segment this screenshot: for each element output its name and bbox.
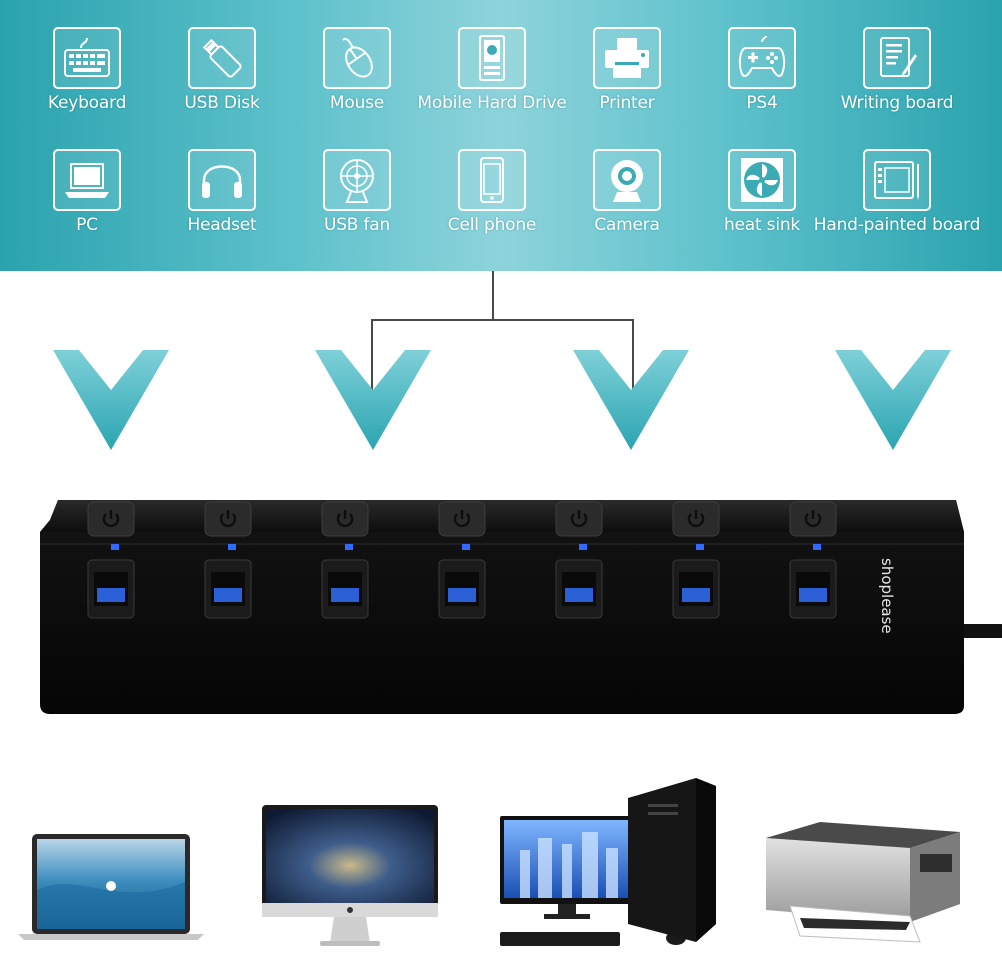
usb-port[interactable]: [555, 559, 603, 619]
tile-usb-disk: USB Disk: [147, 27, 297, 137]
hub-brand-text: shoplease: [878, 558, 896, 634]
usb-cable: [958, 624, 1002, 638]
usb-port[interactable]: [204, 559, 252, 619]
power-button[interactable]: [438, 501, 486, 537]
drawing-tablet-icon: [874, 161, 919, 200]
heat-sink-icon: [741, 158, 783, 202]
usb-port[interactable]: [87, 559, 135, 619]
device-label: USB Disk: [184, 93, 260, 113]
power-button[interactable]: [204, 501, 252, 537]
device-label: PC: [76, 215, 98, 235]
port-led: [462, 544, 470, 550]
tile-pc: PC: [12, 149, 162, 259]
device-label: Writing board: [840, 93, 954, 113]
tile-writing-board: Writing board: [822, 27, 972, 137]
port-led: [813, 544, 821, 550]
tile-cell-phone: Cell phone: [417, 149, 567, 259]
chevron-down-icon: [53, 350, 169, 450]
power-button[interactable]: [789, 501, 837, 537]
tile-mobile-hard-drive: Mobile Hard Drive: [417, 27, 567, 137]
tile-ps4: PS4: [687, 27, 837, 137]
device-label: USB fan: [323, 215, 391, 235]
power-button[interactable]: [672, 501, 720, 537]
tile-keyboard: Keyboard: [12, 27, 162, 137]
tile-usb-fan: USB fan: [282, 149, 432, 259]
usb-hub: [40, 500, 964, 714]
device-label: Mobile Hard Drive: [417, 93, 567, 113]
tile-camera: Camera: [552, 149, 702, 259]
connector-right-drop: [632, 319, 634, 391]
device-label: Hand-painted board: [813, 215, 981, 235]
hard-drive-icon: [479, 35, 505, 81]
hub-brand: shoplease: [876, 558, 898, 634]
power-button[interactable]: [555, 501, 603, 537]
device-label: Headset: [187, 215, 257, 235]
device-label: Mouse: [329, 93, 385, 113]
cell-phone-icon: [480, 157, 504, 203]
laptop-icon: [65, 163, 109, 198]
usb-disk-icon: [202, 38, 242, 78]
usb-port[interactable]: [672, 559, 720, 619]
mouse-icon: [342, 38, 373, 78]
tile-printer: Printer: [552, 27, 702, 137]
laptop-image: [18, 834, 204, 940]
tile-mouse: Mouse: [282, 27, 432, 137]
chevron-down-icon: [835, 350, 951, 450]
device-banner: Keyboard USB Disk M: [0, 0, 1002, 271]
printer-icon: [605, 38, 649, 78]
usb-port[interactable]: [789, 559, 837, 619]
connector-crossbar: [371, 319, 634, 321]
gamepad-icon: [738, 35, 786, 77]
chevron-down-icon: [573, 350, 689, 450]
chevron-down-icon: [315, 350, 431, 450]
usb-port[interactable]: [321, 559, 369, 619]
device-label: Camera: [594, 215, 660, 235]
port-led: [228, 544, 236, 550]
keyboard-icon: [64, 37, 110, 77]
writing-board-icon: [880, 37, 917, 77]
port-led: [579, 544, 587, 550]
monitor-image: [262, 805, 438, 946]
connector-left-drop: [371, 319, 373, 391]
fan-icon: [340, 159, 374, 203]
tile-heat-sink: heat sink: [687, 149, 837, 259]
desktop-pc-image: [500, 778, 716, 946]
usb-port[interactable]: [438, 559, 486, 619]
device-label: Printer: [599, 93, 655, 113]
tile-hand-painted-board: Hand-painted board: [814, 149, 980, 259]
device-label: heat sink: [723, 215, 801, 235]
port-led: [696, 544, 704, 550]
printer-image: [766, 822, 960, 943]
device-label: PS4: [746, 93, 778, 113]
power-button[interactable]: [321, 501, 369, 537]
device-label: Cell phone: [447, 215, 537, 235]
port-led: [345, 544, 353, 550]
device-label: Keyboard: [47, 93, 127, 113]
port-led: [111, 544, 119, 550]
connector-stem: [492, 271, 494, 320]
power-button[interactable]: [87, 501, 135, 537]
headset-icon: [202, 165, 242, 198]
webcam-icon: [611, 160, 643, 202]
tile-headset: Headset: [147, 149, 297, 259]
